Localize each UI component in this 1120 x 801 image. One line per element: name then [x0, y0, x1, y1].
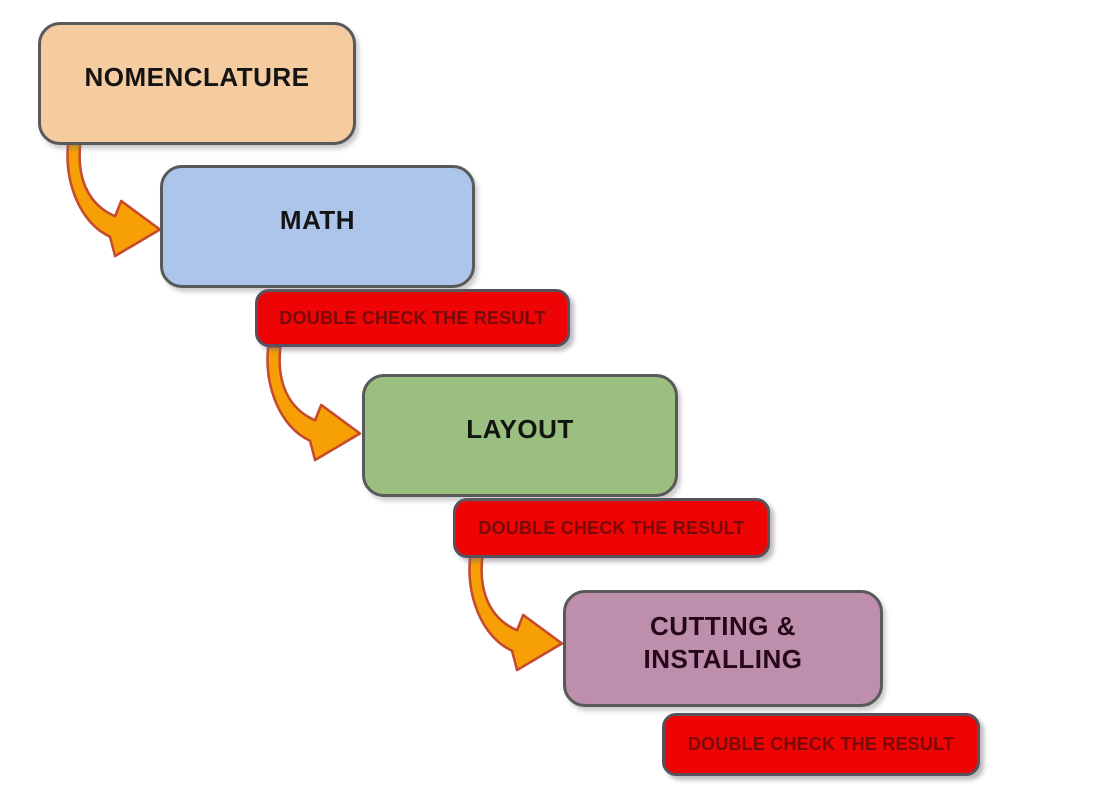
- flow-box-nomenclature: NOMENCLATURE: [38, 22, 356, 145]
- flow-box-math: MATH: [160, 165, 475, 288]
- flow-box-label: DOUBLE CHECK THE RESULT: [478, 517, 745, 538]
- flow-box-label: LAYOUT: [466, 414, 574, 445]
- curved-arrow-shape: [468, 555, 564, 672]
- flow-box-double-check-1: DOUBLE CHECK THE RESULT: [255, 289, 570, 347]
- flow-box-label: NOMENCLATURE: [84, 62, 310, 93]
- curved-arrow-shape: [66, 141, 162, 258]
- flow-box-label: DOUBLE CHECK THE RESULT: [279, 307, 546, 328]
- flow-box-label: CUTTING & INSTALLING: [643, 611, 803, 674]
- flow-box-label: MATH: [279, 205, 356, 236]
- flow-box-layout: LAYOUT: [362, 374, 678, 497]
- flow-box-label: DOUBLE CHECK THE RESULT: [687, 734, 955, 755]
- flow-box-double-check-2: DOUBLE CHECK THE RESULT: [453, 498, 770, 558]
- flow-box-cutting-installing: CUTTING & INSTALLING: [563, 590, 883, 707]
- curved-arrow-nomenclature-to-math: [66, 141, 162, 258]
- curved-arrow-check2-to-cutting: [468, 555, 564, 672]
- curved-arrow-shape: [266, 345, 362, 462]
- flow-box-double-check-3: DOUBLE CHECK THE RESULT: [662, 713, 980, 776]
- curved-arrow-check1-to-layout: [266, 345, 362, 462]
